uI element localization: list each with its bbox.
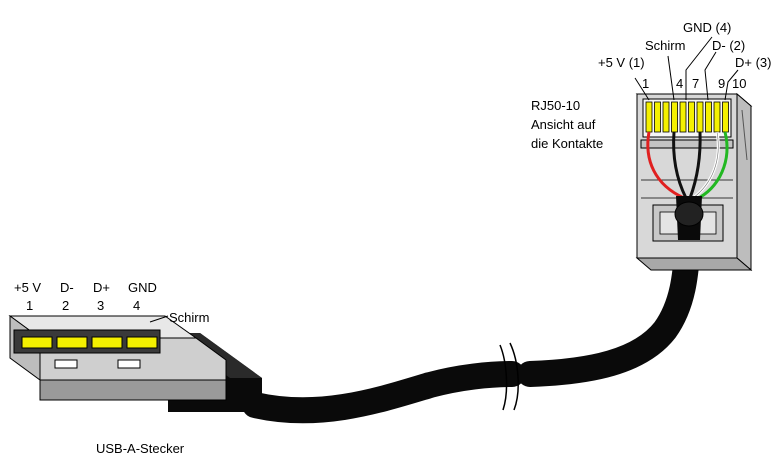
rj-crimp-bar xyxy=(640,139,734,149)
usb-caption: USB-A-Stecker xyxy=(96,441,185,456)
rj-contact-7 xyxy=(696,101,704,133)
rj-pin-number-4: 4 xyxy=(676,76,683,91)
pointer-gnd xyxy=(685,36,713,100)
rj-labels: GND (4) Schirm D- (2) +5 V (1) D+ (3) 1 … xyxy=(531,20,771,151)
usb-pin-2-number: 2 xyxy=(62,298,69,313)
usb-contact-4 xyxy=(126,336,158,349)
cable-right-segment xyxy=(517,227,701,387)
cable-left-segment xyxy=(242,361,525,424)
usb-labels: +5 V D- D+ GND 1 2 3 4 Schirm USB-A-Stec… xyxy=(14,280,209,456)
usb-pin-3-name: D+ xyxy=(93,280,110,295)
rj50-plug xyxy=(635,92,753,272)
usb-pin-1-number: 1 xyxy=(26,298,33,313)
rj-pin-number-1: 1 xyxy=(642,76,649,91)
usb-pin-4-number: 4 xyxy=(133,298,140,313)
rj-contact-6 xyxy=(688,101,695,133)
usb-shield-pointer xyxy=(149,315,169,323)
usb-contact-3 xyxy=(91,336,123,349)
pointer-5v xyxy=(634,77,650,101)
rj-contact-3 xyxy=(662,101,670,133)
usb-pin-3-number: 3 xyxy=(97,298,104,313)
rj-caption-line-3: die Kontakte xyxy=(531,136,603,151)
pointer-dminus xyxy=(704,51,717,101)
usb-contact-1 xyxy=(21,336,53,349)
cable-break-mark-left xyxy=(499,344,508,411)
rj-label-shield: Schirm xyxy=(645,38,685,53)
rj-wire-black xyxy=(688,131,702,199)
rj-label-gnd: GND (4) xyxy=(683,20,731,35)
rj-wire-green xyxy=(694,131,729,202)
rj-wire-red xyxy=(646,131,685,200)
usb-pin-1-name: +5 V xyxy=(14,280,41,295)
rj-housing-bottom xyxy=(635,257,753,271)
rj-contact-8 xyxy=(705,101,712,133)
usb-lock-hole-left xyxy=(54,359,78,369)
rj-label-dminus: D- (2) xyxy=(712,38,745,53)
cable-break-mark-right xyxy=(509,342,519,411)
rj-contact-2 xyxy=(654,101,661,133)
rj-label-dplus: D+ (3) xyxy=(735,55,771,70)
rj-label-5v: +5 V (1) xyxy=(598,55,645,70)
rj-pointer-lines xyxy=(634,36,739,101)
rj-pin-number-9: 9 xyxy=(718,76,725,91)
usb-lock-hole-right xyxy=(117,359,141,369)
usb-a-plug xyxy=(8,315,262,412)
rj-contact-9 xyxy=(713,101,721,133)
rj-housing-side xyxy=(736,92,752,272)
rj-side-slot xyxy=(741,109,748,161)
rj-caption-line-1: RJ50-10 xyxy=(531,98,580,113)
rj-contact-10 xyxy=(722,101,729,133)
usb-shell-bottom xyxy=(39,379,227,401)
rj-contact-4 xyxy=(671,101,678,133)
rj-contact-1 xyxy=(645,101,653,133)
pointer-shield xyxy=(667,55,675,101)
rj-contact-5 xyxy=(679,101,687,133)
rj-pin-number-10: 10 xyxy=(732,76,746,91)
rj-wire-white-outline xyxy=(692,131,719,199)
usb-contact-2 xyxy=(56,336,88,349)
rj-cable-gland xyxy=(674,201,704,227)
pointer-dplus xyxy=(724,69,739,101)
usb-shield-label: Schirm xyxy=(169,310,209,325)
cable xyxy=(242,227,701,424)
rj-caption-line-2: Ansicht auf xyxy=(531,117,596,132)
rj-wire-shield xyxy=(672,131,688,199)
usb-pin-4-name: GND xyxy=(128,280,157,295)
usb-pin-2-name: D- xyxy=(60,280,74,295)
rj-pin-number-7: 7 xyxy=(692,76,699,91)
